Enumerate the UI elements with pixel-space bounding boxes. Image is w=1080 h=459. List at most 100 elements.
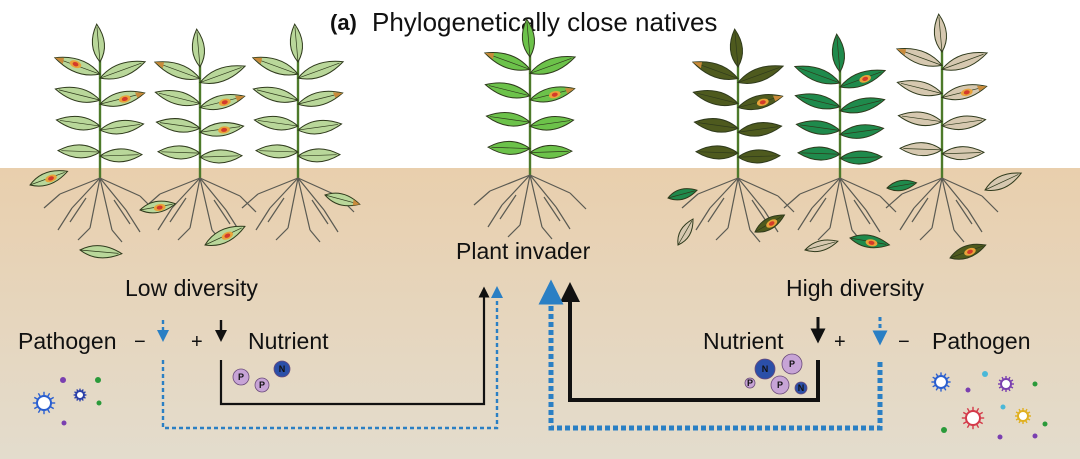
leaf-icon [793,65,841,85]
leaf-icon [521,18,535,58]
roots-icon [43,177,157,243]
pathogen-icon-group-right [931,371,1048,440]
atom-label: P [259,380,265,390]
minus-sign-left: − [134,331,146,353]
leaf-icon [253,115,299,131]
leaf-icon [484,82,531,99]
leaf-icon [79,245,123,259]
plant-invader-figure [473,18,587,240]
phosphorus-icon: P [254,377,270,393]
pathogen-path-right [538,279,883,431]
microbe-dot [941,427,947,433]
leaf-icon [199,94,246,111]
leaf-icon [949,243,987,260]
pathogen-icon [1015,408,1031,424]
atom-label: N [762,364,769,374]
plant-icon [43,23,157,243]
leaf-icon [839,69,887,89]
atom-label: P [789,359,795,369]
microbe-dot [96,400,102,406]
roots-icon [143,177,257,243]
leaf-icon [297,119,343,135]
pathogen-label-left: Pathogen [18,328,116,354]
leaf-icon [839,97,886,114]
pathogen-path-left [161,286,503,430]
phosphorus-icon: P [232,368,250,386]
leaf-icon [155,118,201,133]
nutrient-path-right [560,282,820,402]
microbe-dot [1042,421,1048,427]
leaf-icon [677,218,694,246]
minus-sign-right: − [898,331,910,353]
leaf-icon [252,86,299,103]
microbe-dot [95,377,101,383]
leaf-icon [984,172,1023,191]
leaf-icon [737,122,783,137]
leaf-icon [839,124,885,139]
leaf-icon [153,61,201,80]
pathogen-icon [998,376,1014,392]
nitrogen-icon: N [794,381,808,395]
leaf-icon [895,48,943,67]
pathogen-icon [931,372,951,392]
leaf-icon [831,33,845,73]
leaf-icon [139,200,177,214]
microbe-dot [965,387,971,393]
plant-icon [143,28,257,243]
leaf-icon [485,111,531,127]
leaf-icon [297,60,345,80]
nutrient-path-left [219,286,490,406]
leaf-icon [941,84,988,101]
leaf-icon [297,90,344,107]
leaf-icon [692,90,739,107]
leaf-icon [941,115,987,131]
roots-icon [885,177,999,243]
low-diversity-label: Low diversity [125,275,258,301]
plant-invader-label: Plant invader [456,238,591,264]
panel-letter: (a) [330,10,357,35]
roots-icon [783,177,897,243]
nutrient-label-right: Nutrient [703,328,784,354]
leaf-icon [754,214,786,233]
pathogen-icon [73,388,87,402]
atom-label: P [777,380,783,390]
phosphorus-icon: P [781,353,803,375]
leaf-icon [794,93,841,110]
pathogen-icon [961,406,985,430]
leaf-icon [529,86,576,103]
microbe-dot [61,420,67,426]
leaf-icon [251,56,299,76]
nutrient-icon-group-left: PP N [232,360,291,393]
plant-icon [473,18,587,240]
roots-icon [473,174,587,240]
leaf-icon [154,90,201,107]
leaf-icon [199,65,247,84]
leaf-icon [529,115,575,131]
leaf-icon [933,13,947,53]
leaf-icon [204,225,246,246]
leaf-icon [849,234,891,249]
microbe-dot [60,377,66,383]
plus-sign-right: + [834,331,846,353]
pathogen-label-right: Pathogen [932,328,1030,354]
leaf-icon [941,52,989,71]
plant-icon [783,33,897,243]
native-plants-low-diversity [43,23,355,243]
leaf-icon [804,239,839,253]
leaf-icon [797,146,841,161]
leaf-icon [896,80,943,97]
leaf-icon [886,179,918,192]
leaf-icon [693,118,739,133]
figure-title: Phylogenetically close natives [372,7,717,37]
phosphorus-icon: P [744,377,756,389]
atom-label: N [798,383,805,393]
microbe-dot [1032,381,1038,387]
leaf-icon [691,61,739,80]
leaf-icon [487,140,531,155]
leaf-icon [839,150,883,165]
leaf-icon [157,145,201,160]
leaf-icon [737,149,781,164]
leaf-icon [199,122,245,137]
atom-label: N [279,364,286,374]
